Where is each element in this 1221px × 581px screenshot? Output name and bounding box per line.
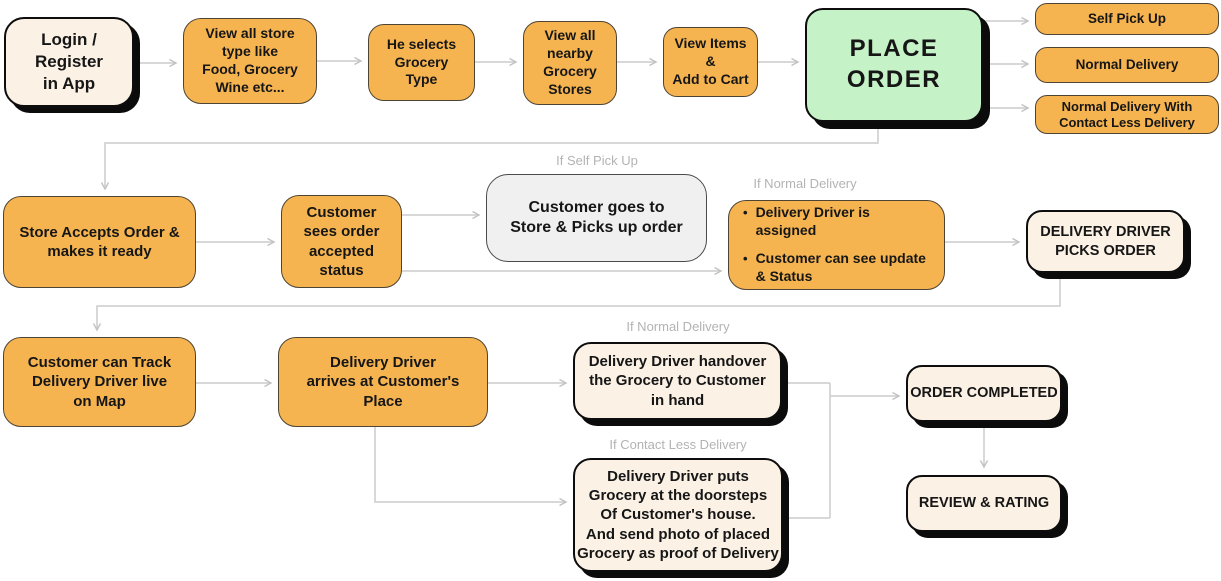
node-view-nearby-stores: View all nearby Grocery Stores: [523, 21, 617, 105]
node-doorstep-delivery: Delivery Driver puts Grocery at the door…: [573, 458, 783, 572]
node-customer-sees-status: Customer sees order accepted status: [281, 195, 402, 288]
node-view-items-add-cart: View Items & Add to Cart: [663, 27, 758, 97]
arrow-arrives-to-doorstep: [374, 427, 568, 507]
node-handover-in-hand: Delivery Driver handover the Grocery to …: [573, 342, 782, 420]
node-place-order: PLACE ORDER: [805, 8, 983, 122]
node-option-normal-delivery: Normal Delivery: [1035, 47, 1219, 83]
condition-label-contactless: If Contact Less Delivery: [609, 437, 747, 452]
node-driver-assigned-status: • Delivery Driver is assigned • Customer…: [728, 200, 945, 290]
bullet-item: • Delivery Driver is assigned: [743, 204, 934, 240]
condition-label-normal-delivery-row3: If Normal Delivery: [626, 319, 730, 334]
condition-label-self-pickup: If Self Pick Up: [556, 153, 638, 168]
node-track-driver-on-map: Customer can Track Delivery Driver live …: [3, 337, 196, 427]
bullet-text: Delivery Driver is assigned: [755, 204, 870, 239]
node-login-register: Login / Register in App: [4, 17, 134, 107]
bullet-item: • Customer can see update & Status: [743, 250, 926, 286]
node-view-store-types: View all store type like Food, Grocery W…: [183, 18, 317, 104]
node-driver-picks-order: DELIVERY DRIVER PICKS ORDER: [1026, 210, 1185, 273]
node-select-grocery-type: He selects Grocery Type: [368, 24, 475, 101]
condition-label-normal-delivery-row2: If Normal Delivery: [753, 176, 857, 191]
bullet-dot-icon: •: [743, 205, 748, 221]
node-option-contactless-delivery: Normal Delivery With Contact Less Delive…: [1035, 95, 1219, 134]
node-store-accepts-order: Store Accepts Order & makes it ready: [3, 196, 196, 288]
node-review-rating: REVIEW & RATING: [906, 475, 1062, 532]
node-customer-picks-up: Customer goes to Store & Picks up order: [486, 174, 707, 262]
node-order-completed: ORDER COMPLETED: [906, 365, 1062, 422]
node-option-self-pickup: Self Pick Up: [1035, 3, 1219, 35]
bullet-dot-icon: •: [743, 251, 748, 266]
node-driver-arrives: Delivery Driver arrives at Customer's Pl…: [278, 337, 488, 427]
bullet-text: Customer can see update & Status: [755, 250, 926, 284]
